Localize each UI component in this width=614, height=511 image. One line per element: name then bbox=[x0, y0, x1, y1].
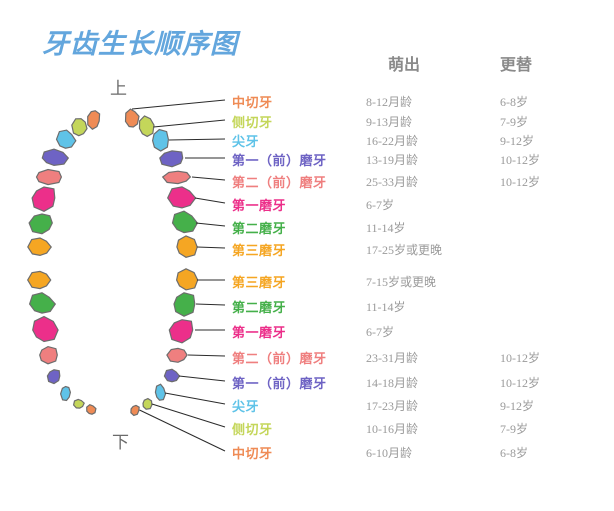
upper-replacement-age-3: 10-12岁 bbox=[500, 153, 540, 167]
leader-upper-7 bbox=[196, 246, 226, 249]
lower-eruption-age-6: 10-16月龄 bbox=[366, 422, 418, 436]
lower-tooth-label-2: 第一磨牙 bbox=[232, 325, 287, 340]
tooth-upper-right-3 bbox=[159, 150, 184, 168]
lower-eruption-age-4: 14-18月龄 bbox=[366, 376, 418, 390]
tooth-lower-right-6 bbox=[142, 397, 153, 410]
tooth-upper-left-7 bbox=[27, 237, 52, 257]
tooth-lower-right-3 bbox=[166, 347, 188, 363]
upper-eruption-age-7: 17-25岁或更晚 bbox=[366, 243, 442, 257]
tooth-upper-left-0 bbox=[87, 110, 101, 130]
lower-tooth-label-4: 第一（前）磨牙 bbox=[232, 376, 327, 391]
tooth-lower-left-6 bbox=[72, 398, 85, 409]
tooth-lower-right-4 bbox=[163, 368, 181, 383]
upper-eruption-age-3: 13-19月龄 bbox=[366, 153, 418, 167]
lower-replacement-age-4: 10-12岁 bbox=[500, 376, 540, 390]
leader-upper-1 bbox=[153, 119, 226, 128]
tooth-lower-right-5 bbox=[154, 383, 167, 401]
lower-tooth-label-7: 中切牙 bbox=[232, 446, 273, 461]
lower-replacement-age-5: 9-12岁 bbox=[500, 399, 534, 413]
tooth-lower-right-1 bbox=[173, 292, 196, 317]
tooth-upper-left-1 bbox=[71, 118, 88, 137]
upper-tooth-label-6: 第二磨牙 bbox=[232, 221, 287, 236]
leader-lower-5 bbox=[164, 392, 226, 405]
leader-upper-6 bbox=[195, 222, 226, 227]
upper-arch-marker: 上 bbox=[110, 79, 127, 98]
lower-eruption-age-7: 6-10月龄 bbox=[366, 446, 412, 460]
page-title: 牙齿生长顺序图 bbox=[42, 29, 238, 59]
tooth-upper-left-3 bbox=[41, 148, 70, 167]
tooth-lower-right-0 bbox=[175, 268, 199, 291]
upper-eruption-age-1: 9-13月龄 bbox=[366, 115, 412, 129]
tooth-upper-right-1 bbox=[138, 115, 155, 138]
leader-lower-6 bbox=[151, 403, 226, 428]
tooth-upper-left-6 bbox=[28, 213, 53, 235]
lower-tooth-label-5: 尖牙 bbox=[232, 399, 260, 414]
lower-eruption-age-3: 23-31月龄 bbox=[366, 351, 418, 365]
leader-lower-3 bbox=[187, 354, 226, 357]
lower-replacement-age-3: 10-12岁 bbox=[500, 351, 540, 365]
lower-eruption-age-1: 11-14岁 bbox=[366, 300, 406, 314]
tooth-lower-left-0 bbox=[27, 270, 52, 290]
tooth-upper-left-4 bbox=[35, 168, 63, 186]
lower-tooth-label-0: 第三磨牙 bbox=[232, 275, 287, 290]
leader-lower-7 bbox=[139, 409, 226, 452]
tooth-lower-left-2 bbox=[32, 315, 59, 343]
column-header-eruption: 萌出 bbox=[388, 57, 421, 74]
upper-tooth-label-7: 第三磨牙 bbox=[232, 243, 287, 258]
leader-upper-0 bbox=[131, 99, 226, 110]
upper-tooth-label-3: 第一（前）磨牙 bbox=[232, 153, 327, 168]
tooth-upper-right-5 bbox=[167, 186, 197, 209]
upper-eruption-age-5: 6-7岁 bbox=[366, 198, 394, 212]
lower-replacement-age-6: 7-9岁 bbox=[500, 422, 528, 436]
column-header-replacement: 更替 bbox=[500, 57, 533, 74]
upper-replacement-age-4: 10-12岁 bbox=[500, 175, 540, 189]
teeth-layer bbox=[27, 108, 199, 417]
tooth-upper-left-2 bbox=[55, 129, 77, 149]
leader-lines-layer bbox=[131, 99, 226, 452]
upper-tooth-label-5: 第一磨牙 bbox=[232, 198, 287, 213]
lower-eruption-age-5: 17-23月龄 bbox=[366, 399, 418, 413]
leader-upper-2 bbox=[168, 138, 226, 141]
upper-tooth-label-2: 尖牙 bbox=[232, 134, 260, 149]
upper-replacement-age-2: 9-12岁 bbox=[500, 134, 534, 148]
tooth-upper-right-6 bbox=[171, 210, 199, 234]
leader-lower-4 bbox=[178, 375, 226, 382]
lower-arch-marker: 下 bbox=[112, 433, 129, 452]
leader-lower-1 bbox=[195, 303, 226, 306]
tooth-lower-right-2 bbox=[168, 319, 194, 344]
tooth-lower-right-7 bbox=[130, 404, 140, 417]
tooth-lower-left-3 bbox=[39, 345, 58, 365]
lower-replacement-age-7: 6-8岁 bbox=[500, 446, 528, 460]
lower-tooth-label-6: 侧切牙 bbox=[232, 422, 273, 437]
tooth-upper-right-2 bbox=[151, 128, 170, 152]
tooth-lower-left-1 bbox=[28, 292, 57, 314]
lower-eruption-age-2: 6-7岁 bbox=[366, 325, 394, 339]
upper-eruption-age-0: 8-12月龄 bbox=[366, 95, 412, 109]
upper-replacement-age-0: 6-8岁 bbox=[500, 95, 528, 109]
leader-upper-5 bbox=[194, 197, 226, 204]
tooth-lower-left-7 bbox=[86, 404, 97, 415]
upper-eruption-age-4: 25-33月龄 bbox=[366, 175, 418, 189]
tooth-upper-left-5 bbox=[31, 186, 56, 212]
tooth-lower-left-4 bbox=[46, 369, 61, 385]
upper-tooth-label-4: 第二（前）磨牙 bbox=[232, 175, 327, 190]
lower-tooth-label-3: 第二（前）磨牙 bbox=[232, 351, 327, 366]
leader-upper-4 bbox=[191, 176, 226, 181]
upper-eruption-age-2: 16-22月龄 bbox=[366, 134, 418, 148]
tooth-upper-right-0 bbox=[124, 108, 140, 128]
lower-tooth-label-1: 第二磨牙 bbox=[232, 300, 287, 315]
upper-tooth-label-1: 侧切牙 bbox=[232, 115, 273, 130]
tooth-lower-left-5 bbox=[59, 385, 72, 402]
upper-eruption-age-6: 11-14岁 bbox=[366, 221, 406, 235]
tooth-upper-right-7 bbox=[176, 235, 198, 258]
lower-eruption-age-0: 7-15岁或更晚 bbox=[366, 275, 436, 289]
tooth-upper-right-4 bbox=[161, 170, 192, 185]
upper-tooth-label-0: 中切牙 bbox=[232, 95, 273, 110]
upper-replacement-age-1: 7-9岁 bbox=[500, 115, 528, 129]
